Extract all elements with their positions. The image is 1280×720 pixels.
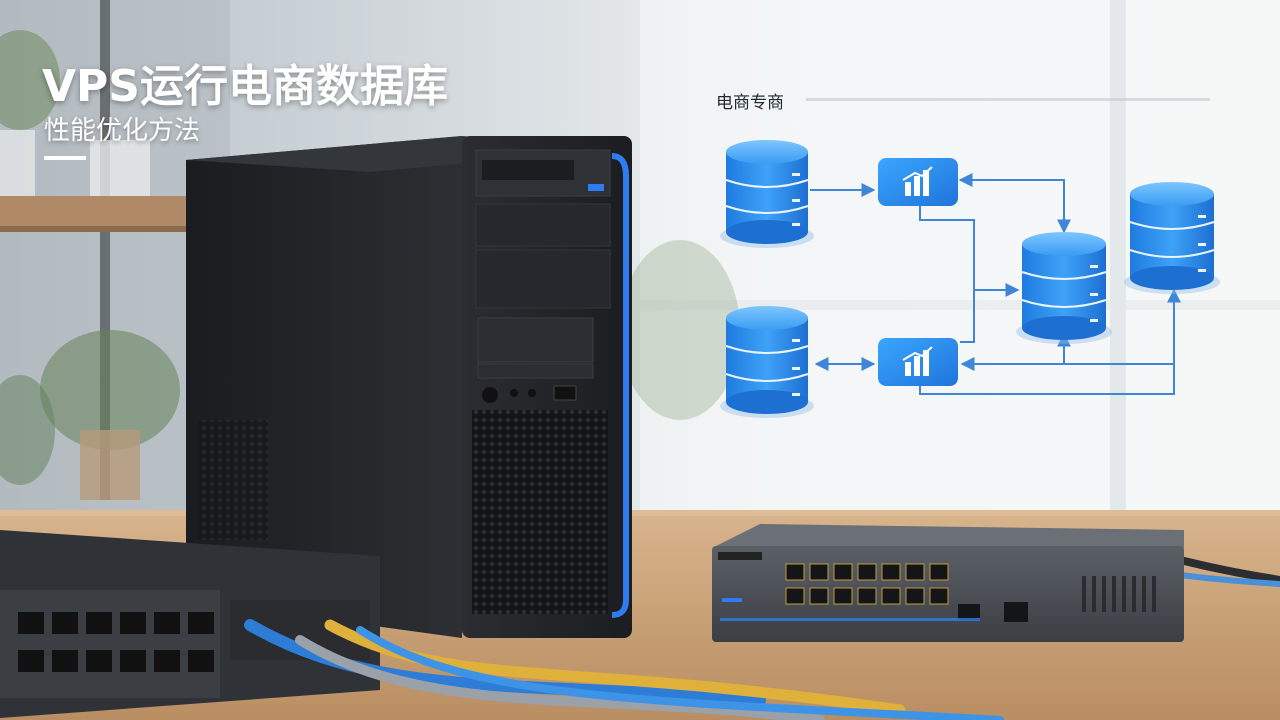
right-switch bbox=[712, 524, 1184, 642]
network-cables bbox=[244, 556, 1280, 720]
database-icon bbox=[720, 140, 814, 248]
analytics-node-icon bbox=[878, 338, 958, 386]
left-switch bbox=[0, 530, 380, 718]
tower-pc bbox=[186, 136, 632, 638]
page-subtitle: 性能优化方法 bbox=[44, 116, 201, 146]
faint-text-line bbox=[806, 98, 1210, 101]
title-underline bbox=[44, 156, 86, 160]
analytics-node-icon bbox=[878, 158, 958, 206]
page-title: VPS运行电商数据库 bbox=[42, 61, 448, 112]
database-icon bbox=[1124, 182, 1220, 294]
database-icon bbox=[1016, 232, 1112, 344]
diagram-connectors bbox=[810, 173, 1181, 395]
diagram-label: 电商专商 bbox=[716, 93, 784, 113]
database-icon bbox=[720, 306, 814, 418]
